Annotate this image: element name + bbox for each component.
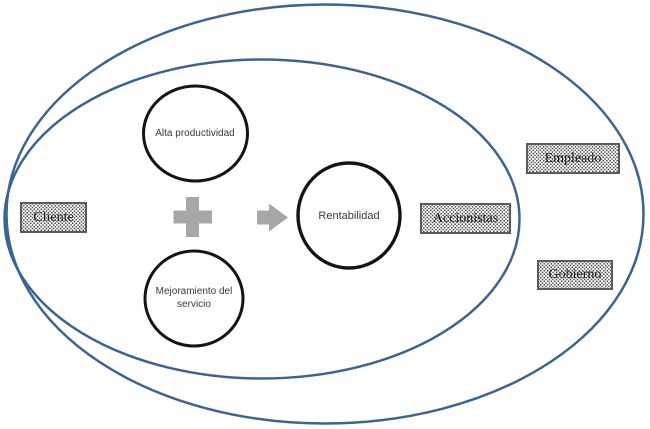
empleado-label: Empleado — [544, 150, 602, 166]
mejoramiento-circle — [143, 249, 245, 348]
stakeholder-box-gobierno: Gobierno — [537, 260, 613, 290]
arrow-right-icon — [257, 203, 288, 232]
mejoramiento-label: Mejoramiento del servicio — [155, 286, 233, 310]
plus-icon — [173, 197, 212, 237]
alta-productividad-circle — [142, 84, 249, 183]
alta-productividad-label: Alta productividad — [155, 127, 235, 139]
accionistas-label: Accionistas — [432, 210, 499, 226]
gobierno-label: Gobierno — [548, 267, 602, 282]
rentabilidad-circle — [296, 161, 402, 270]
inner-stakeholder-ellipse — [3, 58, 521, 380]
outer-stakeholder-ellipse — [5, 3, 645, 425]
stakeholder-box-empleado: Empleado — [526, 143, 620, 174]
rentabilidad-label: Rentabilidad — [318, 209, 380, 222]
cliente-label: Cliente — [33, 209, 74, 225]
stakeholder-box-accionistas: Accionistas — [420, 203, 511, 234]
stakeholder-box-cliente: Cliente — [20, 202, 87, 233]
